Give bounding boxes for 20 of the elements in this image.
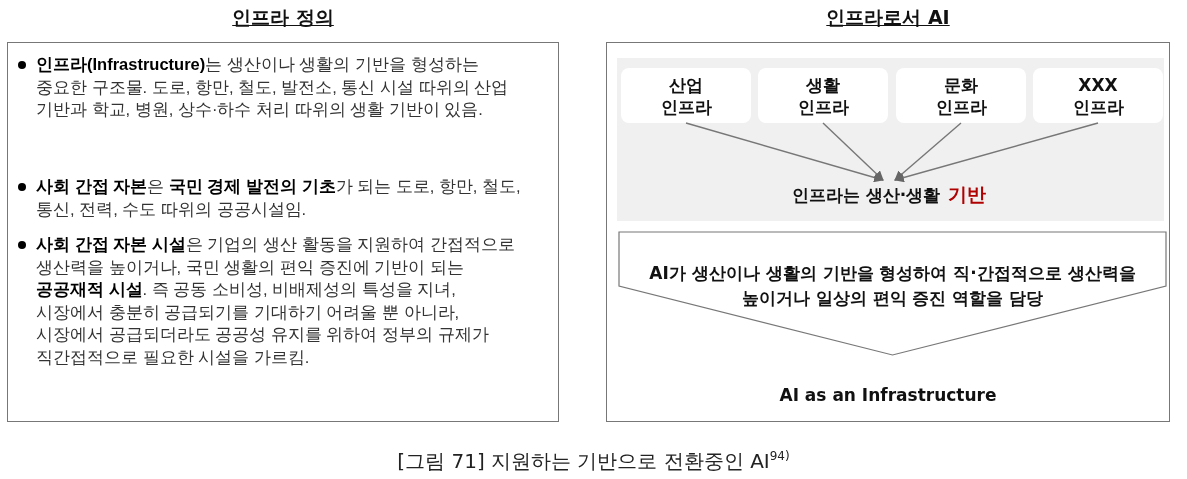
category-box: XXX 인프라: [1033, 68, 1163, 123]
figure-caption: [그림 71] 지원하는 기반으로 전환중인 AI$^{94)}$: [396, 448, 791, 475]
arrow: [822, 122, 884, 181]
panel-heading: 인프라 정의: [231, 5, 335, 30]
footer-text: AI as an Infrastructure: [779, 385, 997, 405]
definition-text: 사회 간접 자본은 국민 경제 발전의 기초가 되는 도로, 항만, 철도, 통신, 전력, 수도 따위의 공공시설임.: [36, 177, 521, 218]
definition-text: 인프라(Infrastructure)는 생산이나 생활의 기반을 형성하는 중요한 구조물. 도로, 항만, 철도, 발전소, 통신 시설 따위의 산업 기반과 학교, 병원, 상수·하수 처리 따위의 생활 기반이 있음.: [36, 55, 509, 118]
definition-text: 사회 간접 자본 시설은 기업의 생산 활동을 지원하여 간접적으로 생산력을 높이거나, 국민 생활의 편익 증진에 기반이 되는 공공재적 시설. 즉 공동 소비성, 비배제성의 특성을 지녀, 시장에서 충분히 공급되기를 기대하기 어려울 뿐 아니라, 시장에서 공급되더라도 공공성 유지를 위하여 정부의 규제가 직간접적으로 필요한 시설을 가르킴.: [36, 235, 515, 366]
chevron-box: [618, 231, 1167, 356]
panel-heading: 인프라로서 AI: [825, 5, 951, 30]
highlight-text: 기반: [948, 182, 987, 207]
arrow: [894, 122, 1099, 183]
description-text: AI가 생산이나 생활의 기반을 형성하여 직·간접적으로 생산력을 높이거나 일상의 편익 증진 역할을 담당: [648, 262, 1137, 310]
arrow: [685, 122, 884, 183]
category-box: 문화 인프라: [896, 68, 1026, 123]
background-band: [617, 58, 1164, 221]
category-box: 산업 인프라: [621, 68, 751, 123]
arrow: [894, 122, 962, 181]
summary-label: 인프라는 생산·생활: [791, 183, 941, 207]
category-box: 생활 인프라: [758, 68, 888, 123]
